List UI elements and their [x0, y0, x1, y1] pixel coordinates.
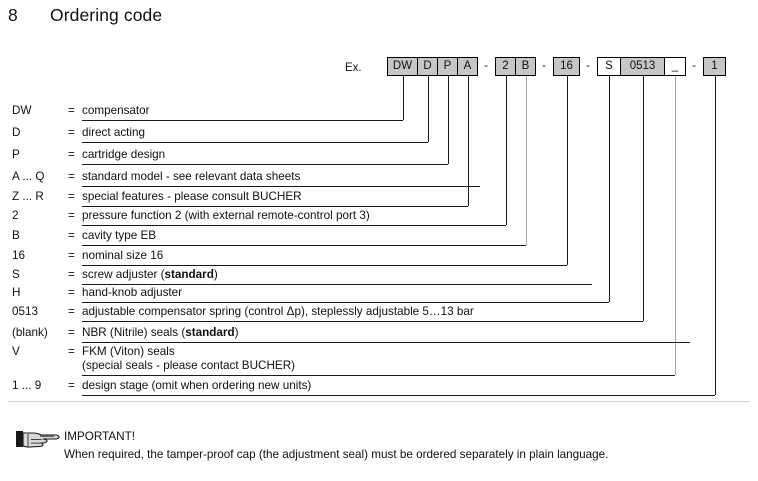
code-box-16[interactable]: 16 — [553, 57, 580, 76]
code-box-0513[interactable]: 0513 — [620, 57, 665, 76]
legend-equals: = — [68, 148, 75, 161]
leader-line-vertical — [403, 76, 404, 120]
code-box-x[interactable]: _ — [664, 57, 686, 76]
example-label: Ex. — [345, 62, 362, 74]
code-box-b[interactable]: B — [515, 57, 536, 76]
legend-equals: = — [68, 379, 75, 392]
leader-line-vertical — [468, 76, 469, 206]
legend-code: DW — [12, 104, 32, 117]
legend-underline — [82, 321, 643, 322]
legend-code: S — [12, 268, 20, 281]
legend-description: hand-knob adjuster — [82, 286, 183, 299]
leader-line-vertical — [675, 76, 676, 375]
legend-code: A ... Q — [12, 170, 45, 183]
code-separator: - — [586, 60, 590, 72]
legend-underline — [82, 302, 609, 303]
code-box-d[interactable]: D — [417, 57, 438, 76]
leader-line-vertical — [526, 76, 527, 245]
legend-underline — [82, 120, 403, 121]
legend-code: H — [12, 286, 21, 299]
code-box-dw[interactable]: DW — [387, 57, 418, 76]
legend-underline — [82, 142, 428, 143]
legend-code: Z ... R — [12, 190, 44, 203]
leader-line-vertical — [567, 76, 568, 265]
section-number: 8 — [8, 5, 18, 25]
legend-underline — [82, 186, 480, 187]
legend-description: NBR (Nitrile) seals (standard) — [82, 326, 239, 339]
leader-line-vertical — [506, 76, 507, 225]
legend-description: direct acting — [82, 126, 146, 139]
legend-description: cavity type EB — [82, 229, 157, 242]
legend-description: adjustable compensator spring (control Δ… — [82, 305, 474, 318]
legend-code: 16 — [12, 249, 26, 262]
legend-equals: = — [68, 326, 75, 339]
code-separator: - — [692, 60, 696, 72]
legend-description: cartridge design — [82, 148, 166, 161]
legend-underline — [82, 265, 567, 266]
legend-underline — [82, 375, 675, 376]
legend-underline — [82, 245, 526, 246]
legend-underline — [82, 342, 690, 343]
section-title: Ordering code — [50, 5, 163, 25]
leader-line-vertical — [643, 76, 644, 321]
legend-equals: = — [68, 229, 75, 242]
leader-line-vertical — [609, 76, 610, 302]
legend-description: design stage (omit when ordering new uni… — [82, 379, 312, 392]
code-box-1[interactable]: 1 — [703, 57, 726, 76]
legend-code: 0513 — [12, 305, 39, 318]
code-box-a[interactable]: A — [457, 57, 478, 76]
legend-equals: = — [68, 126, 75, 139]
legend-underline — [82, 164, 448, 165]
legend-equals: = — [68, 268, 75, 281]
leader-line-vertical — [448, 76, 449, 164]
code-box-p[interactable]: P — [437, 57, 458, 76]
code-box-s[interactable]: S — [597, 57, 621, 76]
legend-code: (blank) — [12, 326, 48, 339]
legend-code: D — [12, 126, 21, 139]
legend-underline — [82, 225, 506, 226]
code-box-2[interactable]: 2 — [495, 57, 516, 76]
legend-description: nominal size 16 — [82, 249, 164, 262]
legend-equals: = — [68, 305, 75, 318]
page-title: 8 Ordering code — [8, 5, 162, 26]
code-separator: - — [542, 60, 546, 72]
legend-underline — [82, 395, 715, 396]
legend-equals: = — [68, 170, 75, 183]
legend-equals: = — [68, 286, 75, 299]
legend-equals: = — [68, 345, 75, 358]
legend-description: compensator — [82, 104, 150, 117]
legend-equals: = — [68, 249, 75, 262]
legend-equals: = — [68, 190, 75, 203]
legend-code: B — [12, 229, 20, 242]
legend-description: (special seals - please contact BUCHER) — [82, 359, 296, 372]
legend-description: standard model - see relevant data sheet… — [82, 170, 301, 183]
legend-equals: = — [68, 209, 75, 222]
important-title: IMPORTANT! — [64, 430, 135, 443]
legend-description: screw adjuster (standard) — [82, 268, 218, 281]
legend-underline — [82, 284, 592, 285]
legend-description: FKM (Viton) seals — [82, 345, 175, 358]
legend-underline — [82, 206, 468, 207]
important-text: When required, the tamper-proof cap (the… — [64, 448, 609, 461]
leader-line-vertical — [715, 76, 716, 395]
legend-description: pressure function 2 (with external remot… — [82, 209, 370, 222]
legend-code: 2 — [12, 209, 19, 222]
code-separator: - — [484, 60, 488, 72]
section-divider — [8, 401, 750, 402]
legend-code: V — [12, 345, 20, 358]
legend-equals: = — [68, 104, 75, 117]
pointing-hand-icon — [16, 428, 60, 450]
legend-description: special features - please consult BUCHER — [82, 190, 302, 203]
legend-code: 1 ... 9 — [12, 379, 42, 392]
legend-code: P — [12, 148, 20, 161]
leader-line-vertical — [428, 76, 429, 142]
